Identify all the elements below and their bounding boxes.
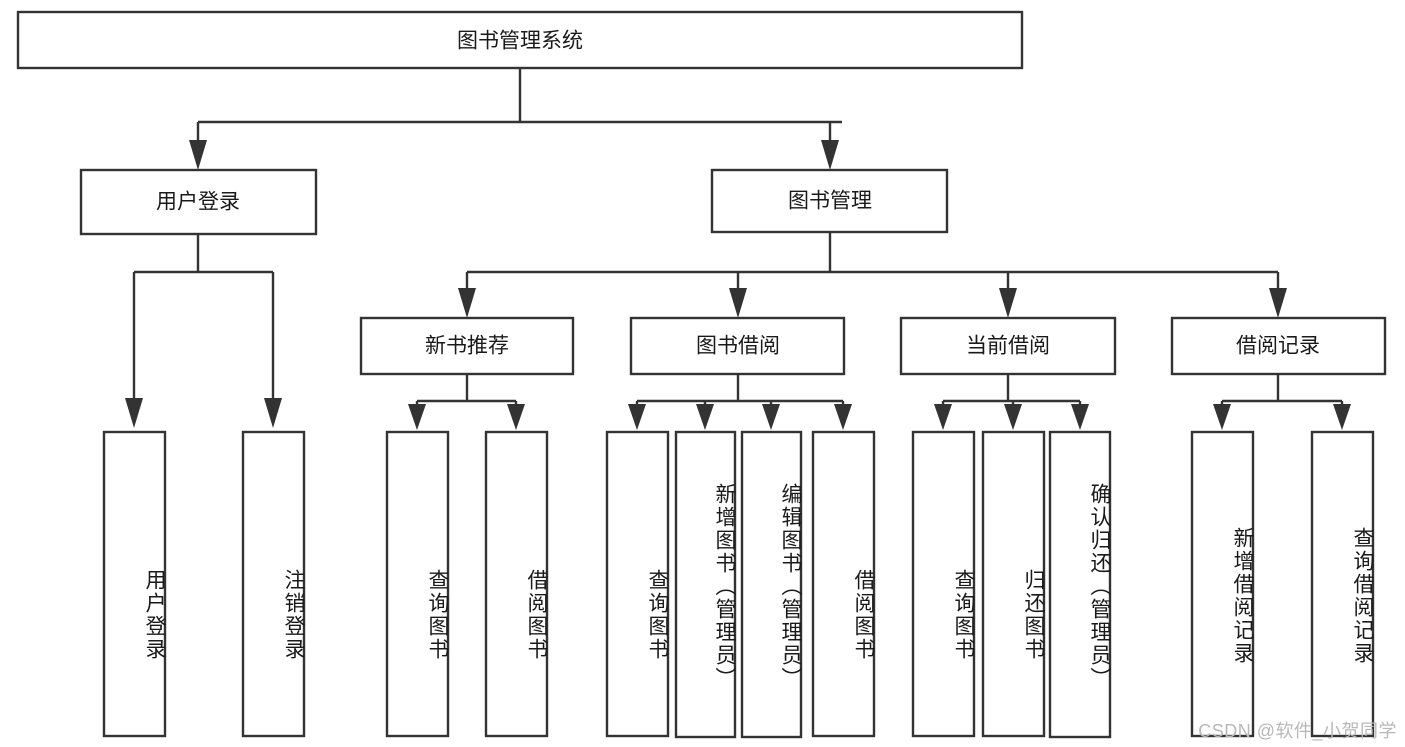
- arrow-head-leaf-query-book-3: [934, 404, 952, 430]
- connectors-new-book-to-leaves: [408, 374, 525, 430]
- new-book-recommend-label: 新书推荐: [425, 335, 509, 358]
- arrow-head-leaf-user-login: [125, 398, 143, 428]
- leaf-query-book-1-box[interactable]: [385, 430, 450, 738]
- book-borrow-label: 图书借阅: [696, 335, 780, 358]
- arrow-head-book-borrow: [729, 288, 747, 318]
- arrow-head-leaf-add-record: [1213, 404, 1231, 430]
- arrow-head-leaf-confirm-return: [1071, 404, 1089, 430]
- root-box[interactable]: [16, 10, 1024, 70]
- book-management-label: 图书管理: [788, 190, 872, 213]
- leaf-query-record-box[interactable]: [1310, 430, 1375, 738]
- node-current-borrow[interactable]: 当前借阅: [899, 316, 1117, 376]
- leaf-borrow-book-1-box[interactable]: [484, 430, 549, 738]
- user-login-box[interactable]: [79, 168, 318, 236]
- node-borrow-record[interactable]: 借阅记录: [1170, 316, 1387, 376]
- leaf-add-book-box[interactable]: [674, 430, 737, 739]
- node-book-borrow[interactable]: 图书借阅: [629, 316, 846, 376]
- node-book-management[interactable]: 图书管理: [710, 168, 949, 234]
- node-root[interactable]: 图书管理系统: [16, 10, 1024, 70]
- arrow-head-leaf-return-book: [1004, 404, 1022, 430]
- arrow-head-user-login: [189, 140, 207, 170]
- leaf-edit-book-box[interactable]: [740, 430, 803, 739]
- leaf-confirm-return-box[interactable]: [1048, 430, 1112, 739]
- leaf-borrow-book-2-box[interactable]: [811, 430, 876, 738]
- arrow-head-new-book-recommend: [458, 288, 476, 318]
- watermark-text: CSDN @软件_小贺同学: [1198, 721, 1397, 741]
- leaf-query-book-2-box[interactable]: [605, 430, 670, 738]
- arrow-head-leaf-query-book-1: [408, 404, 426, 430]
- book-management-box[interactable]: [710, 168, 949, 234]
- connectors-book-borrow-to-leaves: [628, 374, 852, 430]
- new-book-recommend-box[interactable]: [359, 316, 575, 376]
- borrow-record-label: 借阅记录: [1236, 335, 1320, 358]
- leaf-add-record-box[interactable]: [1190, 430, 1255, 738]
- borrow-record-box[interactable]: [1170, 316, 1387, 376]
- arrow-head-leaf-query-book-2: [628, 404, 646, 430]
- arrow-head-leaf-logout: [264, 398, 282, 428]
- arrow-head-current-borrow: [999, 288, 1017, 318]
- leaf-query-book-3-box[interactable]: [911, 430, 976, 738]
- connectors-user-login-to-leaves: [125, 234, 282, 428]
- connectors-borrow-record-to-leaves: [1213, 374, 1351, 430]
- node-user-login[interactable]: 用户登录: [79, 168, 318, 236]
- arrow-head-leaf-edit-book: [762, 404, 780, 430]
- arrow-head-leaf-add-book: [696, 404, 714, 430]
- node-new-book-recommend[interactable]: 新书推荐: [359, 316, 575, 376]
- connectors-book-management-to-level3: [458, 232, 1287, 318]
- root-label: 图书管理系统: [457, 30, 583, 53]
- book-borrow-box[interactable]: [629, 316, 846, 376]
- user-login-label: 用户登录: [156, 191, 240, 214]
- leaf-user-login-box[interactable]: [102, 430, 167, 738]
- arrow-head-leaf-query-record: [1333, 404, 1351, 430]
- current-borrow-box[interactable]: [899, 316, 1117, 376]
- arrow-head-borrow-record: [1269, 288, 1287, 318]
- connectors-current-borrow-to-leaves: [934, 374, 1089, 430]
- arrow-head-leaf-borrow-book-2: [834, 404, 852, 430]
- connectors-root-to-level2: [189, 68, 842, 170]
- arrow-head-book-management: [821, 140, 839, 170]
- current-borrow-label: 当前借阅: [966, 335, 1050, 358]
- arrow-head-leaf-borrow-book-1: [507, 404, 525, 430]
- leaf-logout-box[interactable]: [241, 430, 306, 738]
- leaf-return-book-box[interactable]: [981, 430, 1046, 738]
